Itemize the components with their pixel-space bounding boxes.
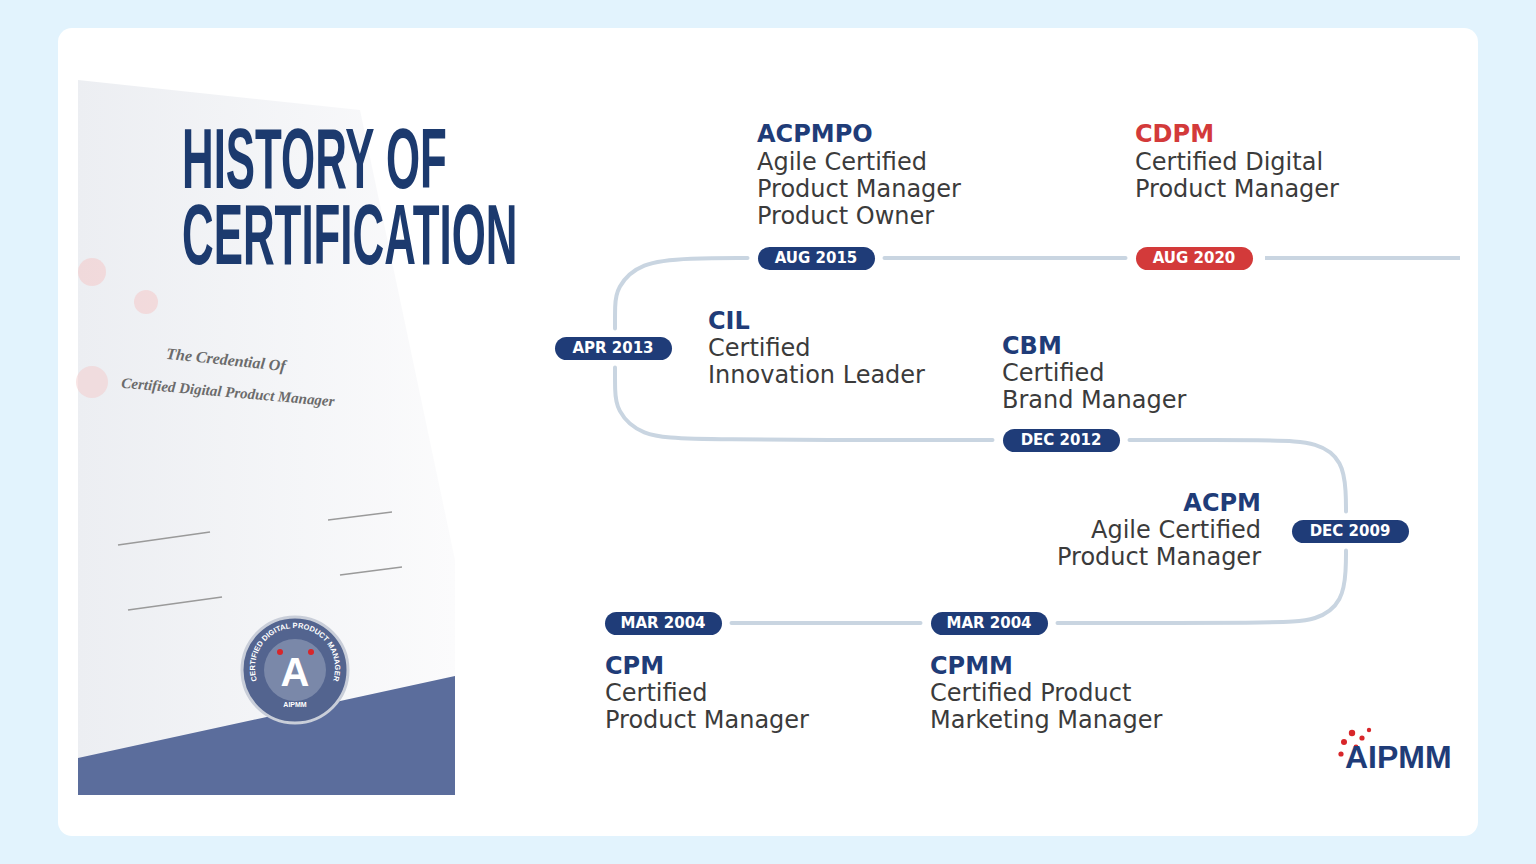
cert-name: Agile Certified Product Manager Product … [757, 149, 961, 230]
timeline-connector [885, 256, 1126, 260]
cert-name: Certified Innovation Leader [708, 335, 925, 389]
cert-name: Certified Brand Manager [1002, 360, 1186, 414]
signature-line [340, 567, 402, 575]
cert-acronym: CIL [708, 308, 750, 335]
signature-line [128, 597, 222, 610]
cert-name: Certified Digital Product Manager [1135, 149, 1339, 203]
cert-acronym: CDPM [1135, 121, 1214, 148]
date-pill: MAR 2004 [931, 612, 1048, 635]
date-pill: DEC 2009 [1292, 520, 1409, 543]
paper-dot [78, 258, 106, 286]
date-text: DEC 2009 [1310, 520, 1391, 543]
logo-dot [1359, 735, 1364, 740]
signature-line [118, 532, 210, 545]
seal-inner [264, 639, 326, 701]
logo-dot [1338, 751, 1343, 756]
date-pill: AUG 2020 [1136, 247, 1253, 270]
card [58, 28, 1478, 836]
cert-acronym: CPMM [930, 653, 1013, 680]
paper-dot [76, 366, 108, 398]
date-pill: DEC 2012 [1003, 429, 1120, 452]
cert-acronym: CBM [1002, 333, 1062, 360]
date-pill: APR 2013 [555, 337, 672, 360]
cert-acronym: ACPMPO [757, 121, 873, 148]
date-text: DEC 2012 [1021, 429, 1102, 452]
logo: AIPMM [1345, 741, 1452, 773]
cert-name: Certified Product Manager [605, 680, 809, 734]
date-text: AUG 2020 [1153, 247, 1236, 270]
date-text: AUG 2015 [775, 247, 858, 270]
cert-name: Agile Certified Product Manager [1057, 517, 1261, 571]
date-text: APR 2013 [572, 337, 653, 360]
cert-name: Certified Product Marketing Manager [930, 680, 1162, 734]
logo-dot [1367, 728, 1371, 732]
seal-name: AIPMM [283, 701, 306, 709]
date-pill: MAR 2004 [605, 612, 722, 635]
date-pill: AUG 2015 [758, 247, 875, 270]
cert-acronym: ACPM [1183, 490, 1261, 517]
date-text: MAR 2004 [946, 612, 1031, 635]
timeline-tail [1265, 256, 1460, 260]
cert-acronym: CPM [605, 653, 664, 680]
seal [242, 617, 348, 723]
logo-dot [1349, 730, 1355, 736]
paper-dot [134, 290, 158, 314]
date-text: MAR 2004 [620, 612, 705, 635]
seal-letter: A [281, 650, 310, 694]
signature-line [328, 512, 392, 520]
title: HISTORY OF CERTIFICATION [182, 120, 517, 272]
timeline-connector [732, 621, 921, 625]
